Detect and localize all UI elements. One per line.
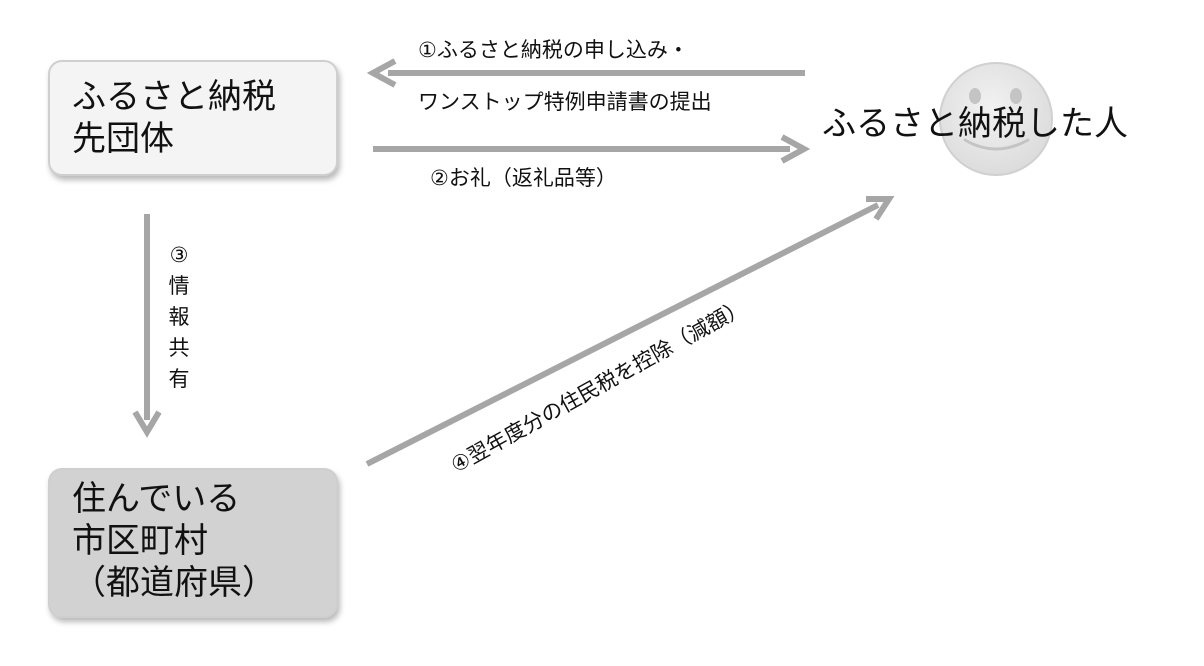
arrow-gift [373,134,811,164]
donor-label: ふるさと納税した人 [822,104,1128,144]
step2-label: ②お礼（返礼品等） [430,166,617,190]
arrow-tax-deduction [365,196,895,467]
box-line: 住んでいる [72,479,241,519]
box-line: （都道府県） [72,563,276,603]
furusato-organization-box: ふるさと納税 先団体 [48,60,338,176]
step3-label: ③情報共有 [168,243,190,391]
box-line: 市区町村 [72,521,208,561]
box-line: ふるさと納税 [72,77,276,117]
step1-label-line2: ワンストップ特例申請書の提出 [418,90,712,114]
box-line: 先団体 [72,119,174,159]
step1-label-line1: ①ふるさと納税の申し込み・ [418,38,689,62]
arrow-application [366,58,805,88]
smiley-face-icon [939,62,1053,176]
arrow-info-share [132,214,162,438]
residence-municipality-box: 住んでいる 市区町村 （都道府県） [48,468,338,618]
